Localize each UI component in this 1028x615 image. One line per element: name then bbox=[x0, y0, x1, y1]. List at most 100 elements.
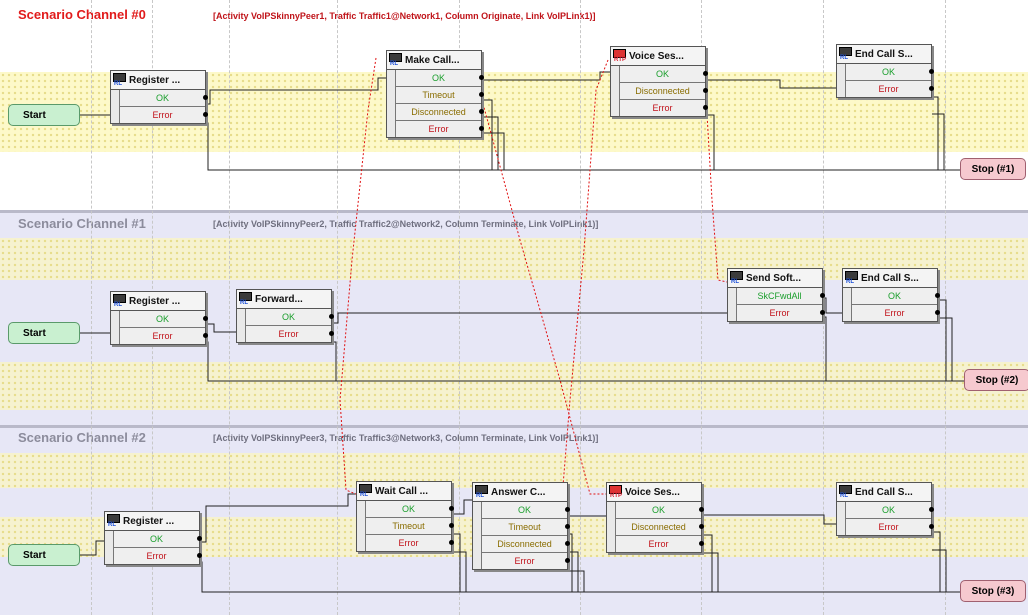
grid-line bbox=[823, 0, 824, 615]
action-node-forward[interactable]: RL Forward... OK Error bbox=[236, 289, 334, 343]
output-error[interactable]: Error bbox=[845, 519, 934, 535]
node-header[interactable]: RL Register ... bbox=[111, 71, 205, 90]
start-block[interactable]: Start bbox=[8, 544, 80, 566]
action-node-register[interactable]: RL Register ... OK Error bbox=[104, 511, 202, 565]
rtp-icon: RTP bbox=[613, 49, 627, 63]
output-ok[interactable]: OK bbox=[845, 502, 934, 519]
output-ok[interactable]: OK bbox=[245, 309, 334, 326]
action-node-register[interactable]: RL Register ... OK Error bbox=[110, 70, 208, 124]
start-label: Start bbox=[23, 549, 46, 561]
node-title: Register ... bbox=[129, 74, 181, 86]
output-error[interactable]: Error bbox=[615, 536, 704, 552]
node-header[interactable]: RL Register ... bbox=[111, 292, 205, 311]
node-header[interactable]: RL Send Soft... bbox=[728, 269, 822, 288]
action-node-end-call[interactable]: RL End Call S... OK Error bbox=[842, 268, 940, 322]
output-timeout[interactable]: Timeout bbox=[481, 519, 570, 536]
node-header[interactable]: RTP Voice Ses... bbox=[611, 47, 705, 66]
node-header[interactable]: RL End Call S... bbox=[837, 483, 931, 502]
output-error[interactable]: Error bbox=[619, 100, 708, 116]
output-error[interactable]: Error bbox=[119, 328, 208, 344]
node-header[interactable]: RL End Call S... bbox=[837, 45, 931, 64]
skinny-terminal-icon: RL bbox=[475, 485, 489, 499]
output-error[interactable]: Error bbox=[119, 107, 208, 123]
node-title: Voice Ses... bbox=[625, 486, 680, 498]
stop-label: Stop (#2) bbox=[975, 374, 1019, 386]
node-title: End Call S... bbox=[855, 486, 913, 498]
skinny-terminal-icon: RL bbox=[113, 294, 127, 308]
output-ok[interactable]: OK bbox=[845, 64, 934, 81]
output-ok[interactable]: OK bbox=[119, 90, 208, 107]
skinny-terminal-icon: RL bbox=[839, 485, 853, 499]
action-node-end-call[interactable]: RL End Call S... OK Error bbox=[836, 44, 934, 98]
output-ok[interactable]: OK bbox=[619, 66, 708, 83]
channel-separator bbox=[0, 425, 1028, 428]
output-timeout[interactable]: Timeout bbox=[395, 87, 484, 104]
stop-block[interactable]: Stop (#1) bbox=[960, 158, 1026, 180]
action-node-end-call[interactable]: RL End Call S... OK Error bbox=[836, 482, 934, 536]
output-error[interactable]: Error bbox=[481, 553, 570, 569]
output-disconnected[interactable]: Disconnected bbox=[395, 104, 484, 121]
output-ok[interactable]: OK bbox=[481, 502, 570, 519]
skinny-terminal-icon: RL bbox=[389, 53, 403, 67]
output-skcfwdall[interactable]: SkCFwdAll bbox=[736, 288, 825, 305]
output-ok[interactable]: OK bbox=[395, 70, 484, 87]
output-error[interactable]: Error bbox=[845, 81, 934, 97]
node-header[interactable]: RL Answer C... bbox=[473, 483, 567, 502]
action-node-make-call[interactable]: RL Make Call... OK Timeout Disconnected … bbox=[386, 50, 484, 138]
action-node-register[interactable]: RL Register ... OK Error bbox=[110, 291, 208, 345]
channel-separator bbox=[0, 210, 1028, 213]
start-label: Start bbox=[23, 327, 46, 339]
channel-title: Scenario Channel #1 bbox=[18, 216, 146, 231]
channel-info: [Activity VoIPSkinnyPeer2, Traffic Traff… bbox=[213, 219, 599, 229]
stop-label: Stop (#1) bbox=[971, 163, 1015, 175]
action-node-answer-call[interactable]: RL Answer C... OK Timeout Disconnected E… bbox=[472, 482, 570, 570]
node-header[interactable]: RL End Call S... bbox=[843, 269, 937, 288]
grid-line bbox=[229, 0, 230, 615]
output-error[interactable]: Error bbox=[245, 326, 334, 342]
node-title: Send Soft... bbox=[746, 272, 801, 284]
output-ok[interactable]: OK bbox=[615, 502, 704, 519]
output-ok[interactable]: OK bbox=[113, 531, 202, 548]
output-error[interactable]: Error bbox=[736, 305, 825, 321]
grid-line bbox=[580, 0, 581, 615]
node-title: Forward... bbox=[255, 293, 303, 305]
node-title: Register ... bbox=[129, 295, 181, 307]
node-title: End Call S... bbox=[855, 48, 913, 60]
skinny-terminal-icon: RL bbox=[839, 47, 853, 61]
node-title: Voice Ses... bbox=[629, 50, 684, 62]
node-title: Make Call... bbox=[405, 54, 460, 66]
grid-line bbox=[459, 0, 460, 615]
node-header[interactable]: RL Wait Call ... bbox=[357, 482, 451, 501]
output-ok[interactable]: OK bbox=[119, 311, 208, 328]
action-node-voice-session[interactable]: RTP Voice Ses... OK Disconnected Error bbox=[610, 46, 708, 117]
output-ok[interactable]: OK bbox=[851, 288, 940, 305]
output-error[interactable]: Error bbox=[113, 548, 202, 564]
node-header[interactable]: RL Forward... bbox=[237, 290, 331, 309]
output-ok[interactable]: OK bbox=[365, 501, 454, 518]
output-disconnected[interactable]: Disconnected bbox=[481, 536, 570, 553]
channel-info: [Activity VoIPSkinnyPeer3, Traffic Traff… bbox=[213, 433, 599, 443]
output-error[interactable]: Error bbox=[851, 305, 940, 321]
node-title: Answer C... bbox=[491, 486, 546, 498]
node-header[interactable]: RL Register ... bbox=[105, 512, 199, 531]
output-disconnected[interactable]: Disconnected bbox=[619, 83, 708, 100]
node-header[interactable]: RL Make Call... bbox=[387, 51, 481, 70]
start-block[interactable]: Start bbox=[8, 322, 80, 344]
node-header[interactable]: RTP Voice Ses... bbox=[607, 483, 701, 502]
action-node-voice-session[interactable]: RTP Voice Ses... OK Disconnected Error bbox=[606, 482, 704, 553]
grid-line bbox=[337, 0, 338, 615]
channel-title: Scenario Channel #0 bbox=[18, 7, 146, 22]
start-block[interactable]: Start bbox=[8, 104, 80, 126]
skinny-terminal-icon: RL bbox=[239, 292, 253, 306]
grid-line bbox=[945, 0, 946, 615]
action-node-wait-call[interactable]: RL Wait Call ... OK Timeout Error bbox=[356, 481, 454, 552]
stop-block[interactable]: Stop (#2) bbox=[964, 369, 1028, 391]
output-error[interactable]: Error bbox=[395, 121, 484, 137]
output-timeout[interactable]: Timeout bbox=[365, 518, 454, 535]
skinny-terminal-icon: RL bbox=[107, 514, 121, 528]
grid-line bbox=[701, 0, 702, 615]
output-error[interactable]: Error bbox=[365, 535, 454, 551]
action-node-send-softkey[interactable]: RL Send Soft... SkCFwdAll Error bbox=[727, 268, 825, 322]
output-disconnected[interactable]: Disconnected bbox=[615, 519, 704, 536]
stop-block[interactable]: Stop (#3) bbox=[960, 580, 1026, 602]
